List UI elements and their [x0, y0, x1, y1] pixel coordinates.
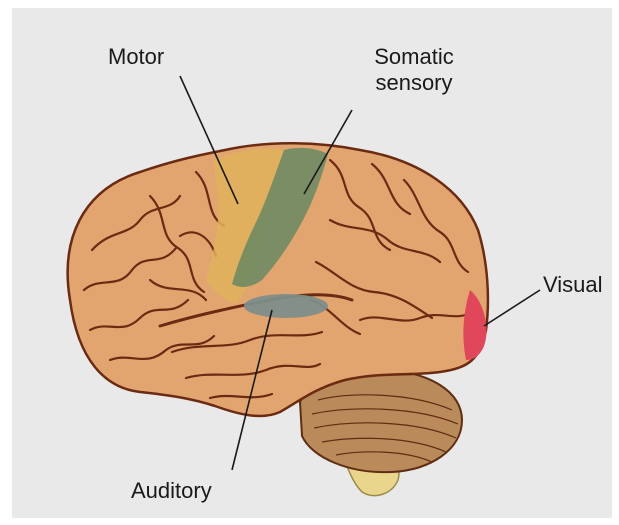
label-somatic-line1: Somatic: [362, 44, 466, 70]
label-somatic-line2: sensory: [362, 70, 466, 96]
label-visual: Visual: [543, 272, 603, 298]
label-motor: Motor: [108, 44, 164, 70]
label-auditory: Auditory: [131, 478, 212, 504]
label-somatic-sensory: Somatic sensory: [362, 44, 466, 96]
auditory-area: [244, 294, 328, 318]
